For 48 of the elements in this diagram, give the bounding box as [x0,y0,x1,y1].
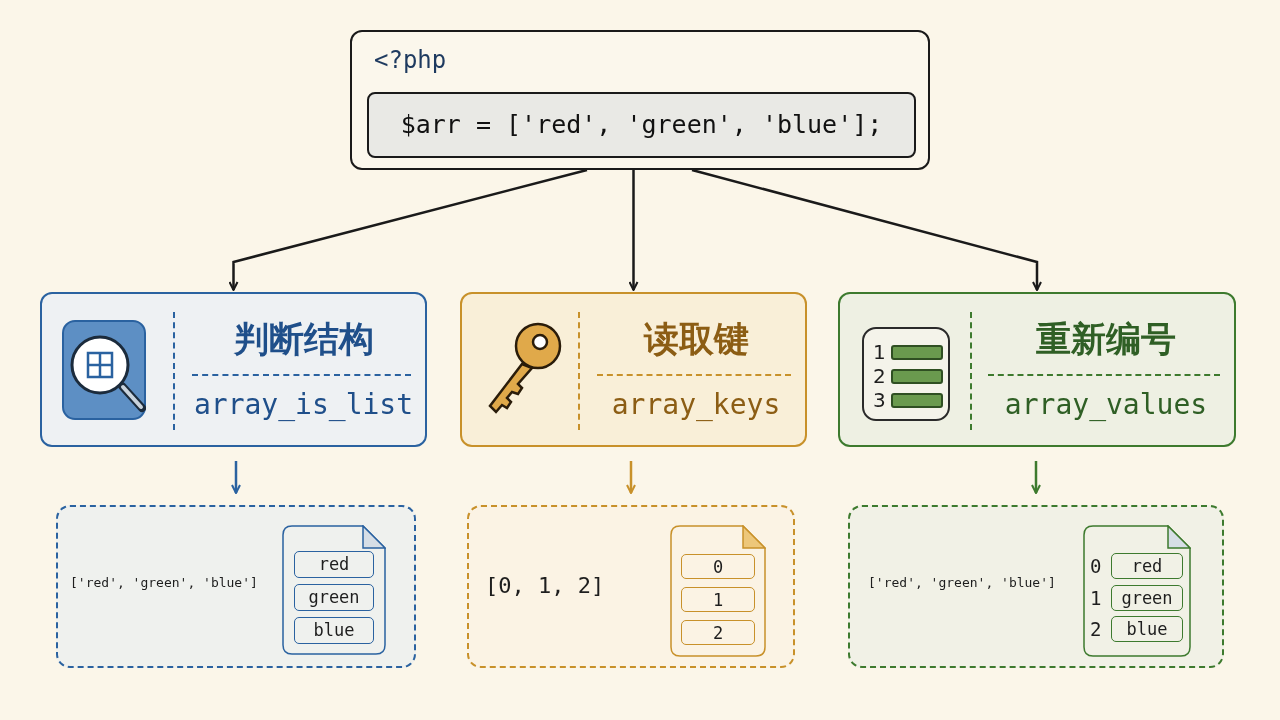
arrow [626,461,636,494]
cell-text: red [1130,556,1164,576]
arrow [228,168,588,291]
result-box [848,505,1224,668]
result-box [467,505,795,668]
cell-text: blue [1125,619,1169,639]
code-text: <?php [374,46,447,74]
result-text: ['red', 'green', 'blue'] [868,575,1056,590]
function-box [460,292,807,447]
document-shape [282,525,386,655]
function-name: array_values [1003,388,1209,421]
function-title: 判断结构 [232,318,375,361]
value-cell [294,551,374,578]
index-number: 0 [1090,555,1102,577]
function-name: array_keys [610,388,782,421]
document-shape [670,525,766,657]
cell-text: 0 [711,557,725,577]
list-number: 1 [873,342,886,362]
function-title: 读取键 [642,318,750,361]
result-text: [0, 1, 2] [485,573,605,598]
cell-text: red [317,554,351,574]
value-cell [681,587,755,612]
arrow [628,170,639,291]
function-box [838,292,1236,447]
document-shape [1083,525,1191,657]
cell-text: blue [312,620,356,640]
cell-text: green [1120,588,1174,608]
value-cell [294,617,374,644]
index-number: 1 [1090,587,1102,609]
code-text: $arr = ['red', 'green', 'blue']; [399,110,884,139]
list-number: 2 [873,366,886,386]
cell-text: 1 [711,590,725,610]
arrow [691,168,1042,291]
result-text: ['red', 'green', 'blue'] [70,575,258,590]
arrow [231,461,241,494]
list-number: 3 [873,390,886,410]
result-box [56,505,416,668]
value-cell [294,584,374,611]
cell-text: 2 [711,623,725,643]
function-title: 重新编号 [1035,318,1177,361]
value-cell [681,554,755,579]
value-cell [681,620,755,645]
arrow [1031,461,1041,494]
code-panel [350,30,930,170]
cell-text: green [307,587,361,607]
function-box [40,292,427,447]
function-name: array_is_list [192,388,415,421]
index-number: 2 [1090,618,1102,640]
